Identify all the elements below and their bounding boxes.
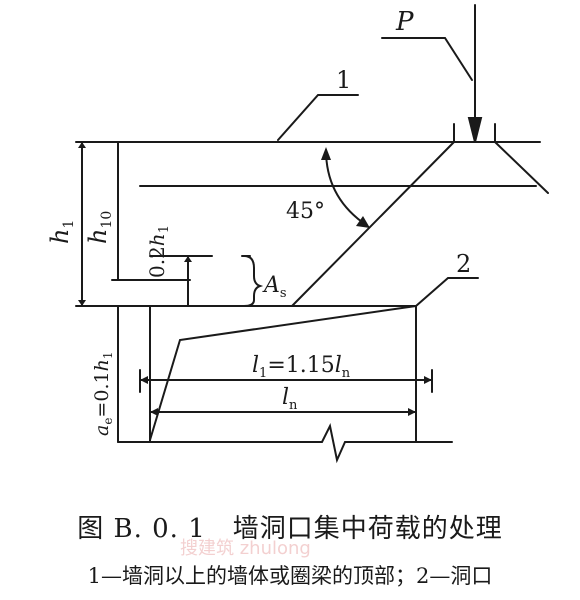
pad-spread-line — [494, 141, 549, 194]
as-bracket — [243, 255, 264, 307]
callout-2-leader — [415, 277, 479, 307]
load-distribution-shape — [149, 305, 417, 441]
dim-h1-arrow-top — [78, 142, 86, 148]
dim-ln-arrow-right — [408, 408, 416, 416]
diffusion-line — [291, 141, 455, 307]
dim-l1-arrow-left — [140, 376, 148, 384]
dim-h1-arrow-bottom — [78, 300, 86, 306]
h10-label: h10 — [84, 211, 115, 244]
ae-label: ae=0.1h1 — [91, 352, 115, 436]
load-leader — [381, 37, 473, 81]
load-label: P — [395, 7, 414, 37]
diagram: P 1 2 45° h1 h10 0.2h1 As ae=0.1h1 l1=1.… — [46, 4, 549, 464]
callout-2-label: 2 — [456, 250, 471, 278]
watermark: 搜建筑 zhulong — [180, 538, 311, 559]
dim-l1-arrow-right — [424, 376, 432, 384]
as-label: As — [262, 273, 287, 301]
angle-arrow-top — [321, 147, 331, 160]
load-arrow-head — [467, 117, 483, 143]
base-line — [117, 422, 453, 464]
figure-caption-legend: 1—墙洞以上的墙体或圈梁的顶部；2—洞口 — [87, 564, 493, 588]
dim-02h1-arrow-top — [184, 256, 192, 262]
callout-1-leader — [277, 94, 359, 141]
figure-caption-title: 图 B. 0. 1 墙洞口集中荷载的处理 — [77, 514, 503, 544]
l1-label: l1=1.15ln — [252, 353, 351, 381]
angle-arrow-bottom — [356, 216, 370, 228]
ln-label: ln — [282, 385, 298, 413]
dim-02h1-label: 0.2h1 — [145, 225, 172, 278]
h1-label: h1 — [46, 220, 77, 244]
callout-1-label: 1 — [336, 66, 351, 94]
dim-ln-arrow-left — [150, 408, 158, 416]
angle-label: 45° — [286, 199, 325, 224]
